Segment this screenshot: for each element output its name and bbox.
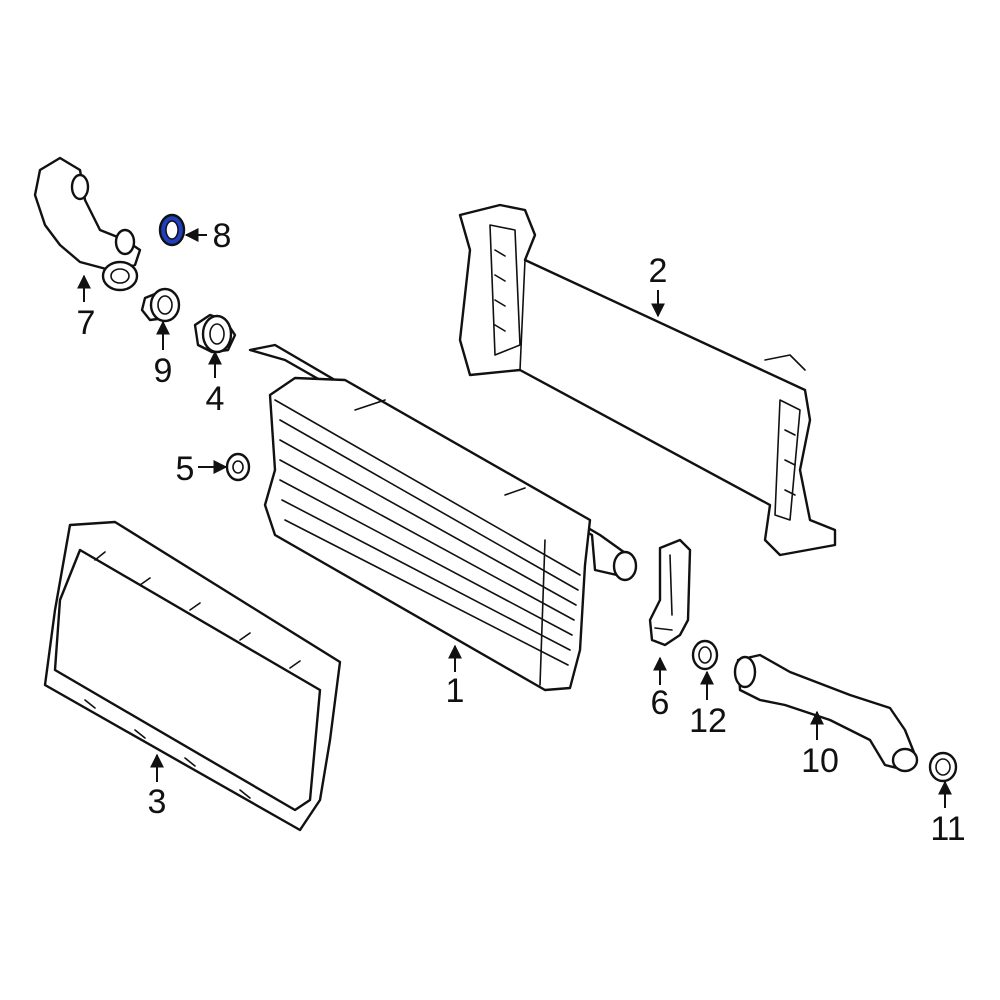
callout-8[interactable]: 8 bbox=[213, 217, 232, 255]
part-5-insulator[interactable] bbox=[225, 452, 251, 482]
part-3-shroud-frame[interactable] bbox=[43, 520, 342, 832]
callout-11[interactable]: 11 bbox=[930, 810, 965, 848]
part-6-bracket[interactable] bbox=[648, 538, 692, 647]
callout-2[interactable]: 2 bbox=[649, 252, 668, 290]
callout-4[interactable]: 4 bbox=[206, 380, 225, 418]
part-4-bushing[interactable] bbox=[193, 313, 237, 354]
callout-1[interactable]: 1 bbox=[446, 672, 465, 710]
callout-12[interactable]: 12 bbox=[689, 702, 727, 740]
leader-lines bbox=[77, 228, 952, 808]
part-11-o-ring[interactable] bbox=[928, 751, 958, 783]
callout-3[interactable]: 3 bbox=[148, 783, 167, 821]
part-2-radiator-support[interactable] bbox=[458, 203, 837, 557]
callout-9[interactable]: 9 bbox=[154, 352, 173, 390]
part-9-clamp[interactable] bbox=[140, 287, 181, 323]
part-10-lower-hose[interactable] bbox=[733, 653, 919, 773]
callout-7[interactable]: 7 bbox=[77, 304, 96, 342]
callout-5[interactable]: 5 bbox=[176, 450, 195, 488]
callout-10[interactable]: 10 bbox=[801, 742, 839, 780]
callout-6[interactable]: 6 bbox=[651, 684, 670, 722]
part-12-clamp[interactable] bbox=[691, 639, 719, 671]
part-8-o-ring[interactable] bbox=[158, 213, 186, 247]
part-7-upper-hose[interactable] bbox=[33, 156, 142, 292]
part-1-radiator[interactable] bbox=[248, 343, 638, 692]
callout-labels: 1 2 3 4 5 6 7 8 9 10 11 12 bbox=[77, 217, 966, 848]
